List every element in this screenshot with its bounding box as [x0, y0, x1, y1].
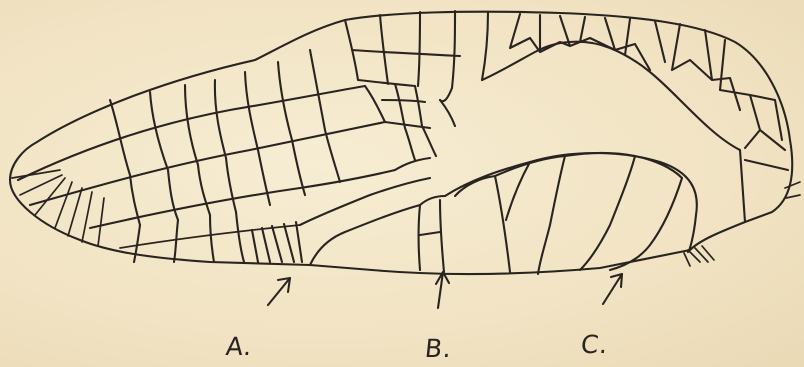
- cells-near-a: [134, 212, 302, 262]
- vein-longitudinal-2: [30, 122, 385, 205]
- arrow-a: [268, 278, 290, 305]
- open-cell-boundary: [482, 42, 745, 222]
- cells-upper-center: [345, 11, 488, 170]
- label-b: B.: [423, 334, 453, 363]
- label-a: A.: [224, 332, 254, 361]
- costal-cells-right: [510, 14, 788, 170]
- cells-near-b: [300, 178, 445, 272]
- arrow-c: [603, 274, 622, 304]
- vein-longitudinal-1: [18, 86, 365, 180]
- arrow-b: [436, 272, 449, 308]
- label-c: C.: [579, 330, 609, 359]
- vein-longitudinal-3: [90, 170, 395, 228]
